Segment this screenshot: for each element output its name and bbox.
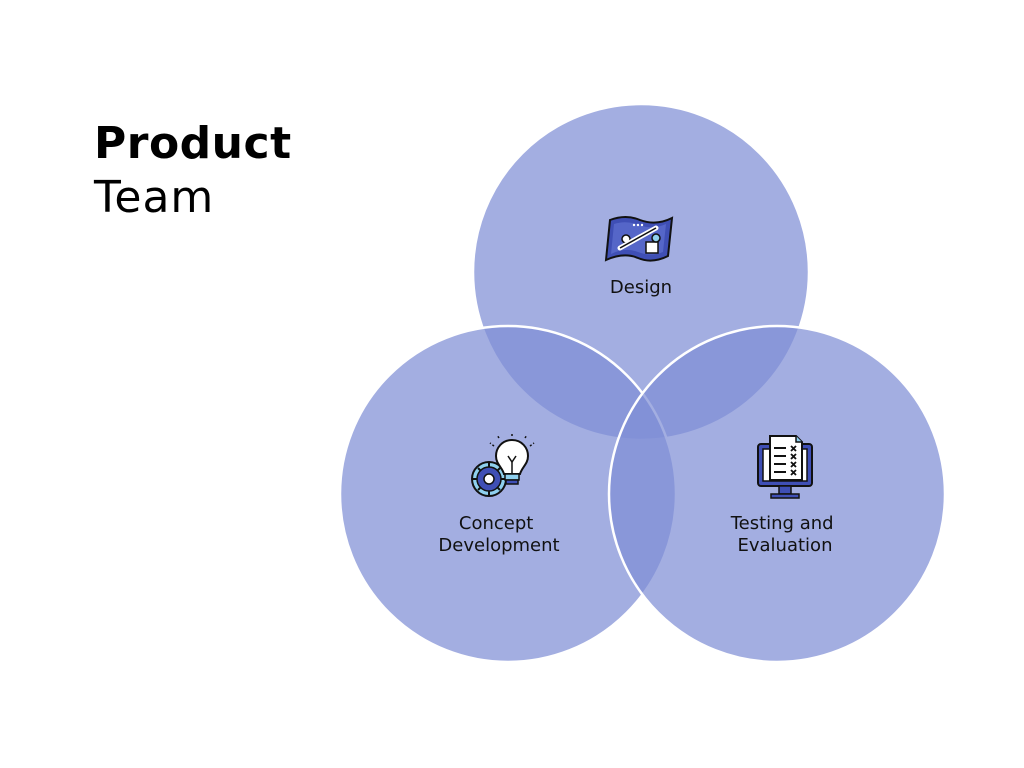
label-testing-line2: Evaluation: [738, 535, 833, 556]
label-concept-development: Concept Development: [438, 513, 559, 556]
label-concept-line1: Concept: [459, 513, 533, 534]
label-testing-evaluation: Testing and Evaluation: [730, 513, 840, 556]
label-concept-line2: Development: [438, 535, 559, 556]
title-regular: Team: [94, 172, 215, 223]
design-drawing-icon: [604, 216, 674, 262]
label-testing-line1: Testing and: [730, 513, 834, 534]
title-bold: Product: [94, 118, 292, 169]
monitor-checklist-icon: [757, 435, 813, 499]
page-title: Product Team: [94, 122, 292, 220]
lightbulb-gear-icon: [471, 432, 535, 497]
label-design-line1: Design: [610, 277, 672, 298]
label-design: Design: [610, 277, 672, 298]
